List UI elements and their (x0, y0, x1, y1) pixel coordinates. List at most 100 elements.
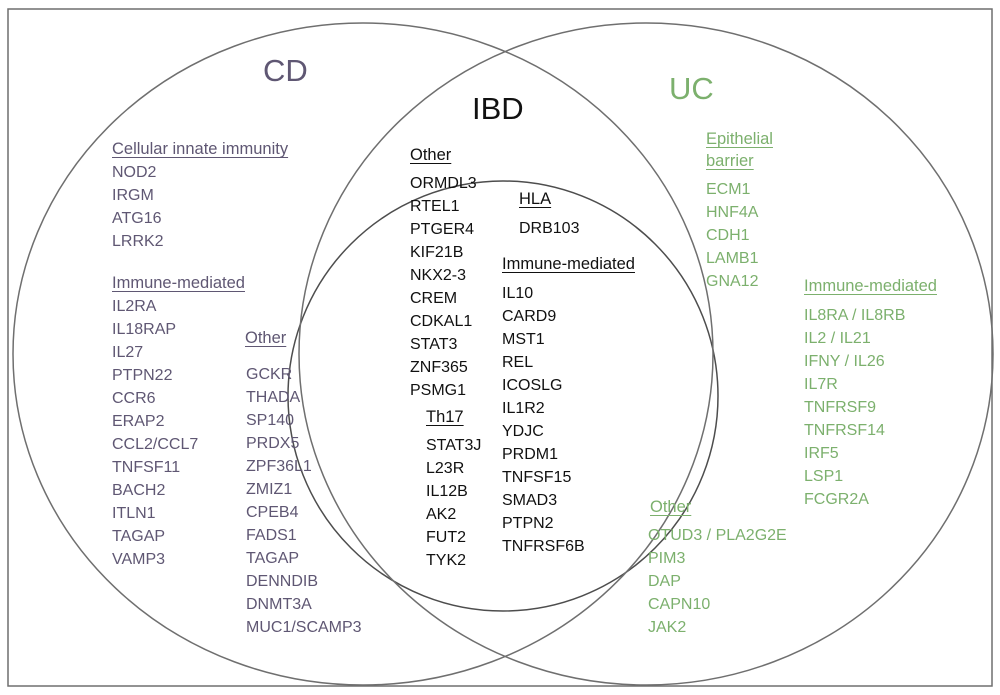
uc-immune-gene: TNFRSF14 (804, 422, 885, 439)
cd-other-gene: ZMIZ1 (246, 481, 293, 498)
ibd-th17-heading: Th17 (426, 408, 464, 426)
ibd-immune-gene: ICOSLG (502, 377, 563, 394)
ibd-immune-gene: REL (502, 354, 534, 371)
ibd-other-gene: PTGER4 (410, 221, 475, 238)
ibd-hla-list: DRB103 (519, 217, 579, 240)
ibd-other-gene: CDKAL1 (410, 313, 473, 330)
uc-immune-heading: Immune-mediated (804, 277, 937, 295)
cd-immune-gene: CCR6 (112, 390, 156, 407)
cd-innate-gene: NOD2 (112, 164, 157, 181)
ibd-title: IBD (472, 91, 524, 126)
ibd-other-gene: PSMG1 (410, 382, 467, 399)
ibd-hla-gene: DRB103 (519, 220, 580, 237)
cd-other-gene: SP140 (246, 412, 295, 429)
uc-title: UC (669, 71, 714, 106)
uc-immune-gene: FCGR2A (804, 491, 869, 508)
cd-other-gene: CPEB4 (246, 504, 299, 521)
uc-immune-gene: IL7R (804, 376, 838, 393)
cd-other-gene: DENNDIB (246, 573, 319, 590)
cd-title: CD (263, 53, 308, 88)
ibd-immune-gene: YDJC (502, 423, 544, 440)
cd-circle (12, 22, 714, 686)
ibd-th17-gene: FUT2 (426, 529, 466, 546)
ibd-immune-gene: PTPN2 (502, 515, 554, 532)
uc-other-gene: PIM3 (648, 550, 686, 567)
uc-other-heading: Other (650, 498, 692, 516)
ibd-immune-gene: PRDM1 (502, 446, 559, 463)
cd-other-gene: PRDX5 (246, 435, 300, 452)
uc-epithelial-heading-line1: Epithelial (706, 130, 773, 148)
ibd-other-gene: ZNF365 (410, 359, 468, 376)
frame-border (7, 8, 993, 687)
cd-innate-gene: LRRK2 (112, 233, 164, 250)
ibd-other-heading: Other (410, 146, 452, 164)
uc-other-gene: DAP (648, 573, 681, 590)
ibd-immune-gene: IL1R2 (502, 400, 545, 417)
cd-immune-gene: TAGAP (112, 528, 166, 545)
uc-epithelial-gene: GNA12 (706, 273, 759, 290)
uc-epithelial-gene: CDH1 (706, 227, 750, 244)
cd-immune-gene: ITLN1 (112, 505, 156, 522)
uc-other-gene: JAK2 (648, 619, 687, 636)
cd-other-gene: GCKR (246, 366, 293, 383)
cd-innate-heading: Cellular innate immunity (112, 140, 289, 158)
cd-immune-gene: IL27 (112, 344, 144, 361)
cd-immune-gene: IL18RAP (112, 321, 177, 338)
uc-immune-gene: LSP1 (804, 468, 844, 485)
uc-epithelial-gene: HNF4A (706, 204, 759, 221)
cd-immune-gene: IL2RA (112, 298, 157, 315)
cd-innate-gene: ATG16 (112, 210, 162, 227)
cd-immune-gene: ERAP2 (112, 413, 165, 430)
uc-immune-gene: IL8RA / IL8RB (804, 307, 906, 324)
ibd-th17-gene: IL12B (426, 483, 468, 500)
cd-other-gene: MUC1/SCAMP3 (246, 619, 362, 636)
ibd-immune-heading: Immune-mediated (502, 255, 635, 273)
cd-innate-gene: IRGM (112, 187, 154, 204)
ibd-immune-gene: IL10 (502, 285, 534, 302)
uc-other-gene: CAPN10 (648, 596, 711, 613)
cd-other-heading: Other (245, 329, 287, 347)
cd-other-gene: FADS1 (246, 527, 297, 544)
cd-immune-heading: Immune-mediated (112, 274, 245, 292)
ibd-immune-gene: CARD9 (502, 308, 557, 325)
ibd-th17-gene: AK2 (426, 506, 457, 523)
uc-immune-gene: IRF5 (804, 445, 839, 462)
ibd-other-gene: CREM (410, 290, 458, 307)
ibd-th17-gene: STAT3J (426, 437, 482, 454)
cd-immune-gene: PTPN22 (112, 367, 173, 384)
ibd-th17-gene: TYK2 (426, 552, 467, 569)
uc-immune-gene: TNFRSF9 (804, 399, 876, 416)
cd-other-gene: ZPF36L1 (246, 458, 312, 475)
ibd-hla-heading: HLA (519, 190, 552, 208)
uc-immune-gene: IFNY / IL26 (804, 353, 885, 370)
uc-circle (298, 22, 994, 686)
uc-epithelial-gene: LAMB1 (706, 250, 759, 267)
ibd-other-gene: NKX2-3 (410, 267, 467, 284)
ibd-immune-gene: MST1 (502, 331, 545, 348)
cd-other-gene: THADA (246, 389, 301, 406)
cd-immune-gene: TNFSF11 (112, 459, 181, 476)
ibd-immune-gene: TNFSF15 (502, 469, 572, 486)
cd-immune-gene: VAMP3 (112, 551, 166, 568)
ibd-other-gene: RTEL1 (410, 198, 460, 215)
cd-immune-gene: CCL2/CCL7 (112, 436, 199, 453)
cd-immune-gene: BACH2 (112, 482, 166, 499)
uc-immune-gene: IL2 / IL21 (804, 330, 871, 347)
uc-other-gene: OTUD3 / PLA2G2E (648, 527, 787, 544)
uc-epithelial-heading-line2: barrier (706, 152, 754, 170)
ibd-immune-gene: TNFRSF6B (502, 538, 585, 555)
ibd-other-gene: KIF21B (410, 244, 464, 261)
ibd-immune-gene: SMAD3 (502, 492, 558, 509)
cd-other-gene: TAGAP (246, 550, 300, 567)
uc-epithelial-gene: ECM1 (706, 181, 751, 198)
ibd-th17-gene: L23R (426, 460, 465, 477)
